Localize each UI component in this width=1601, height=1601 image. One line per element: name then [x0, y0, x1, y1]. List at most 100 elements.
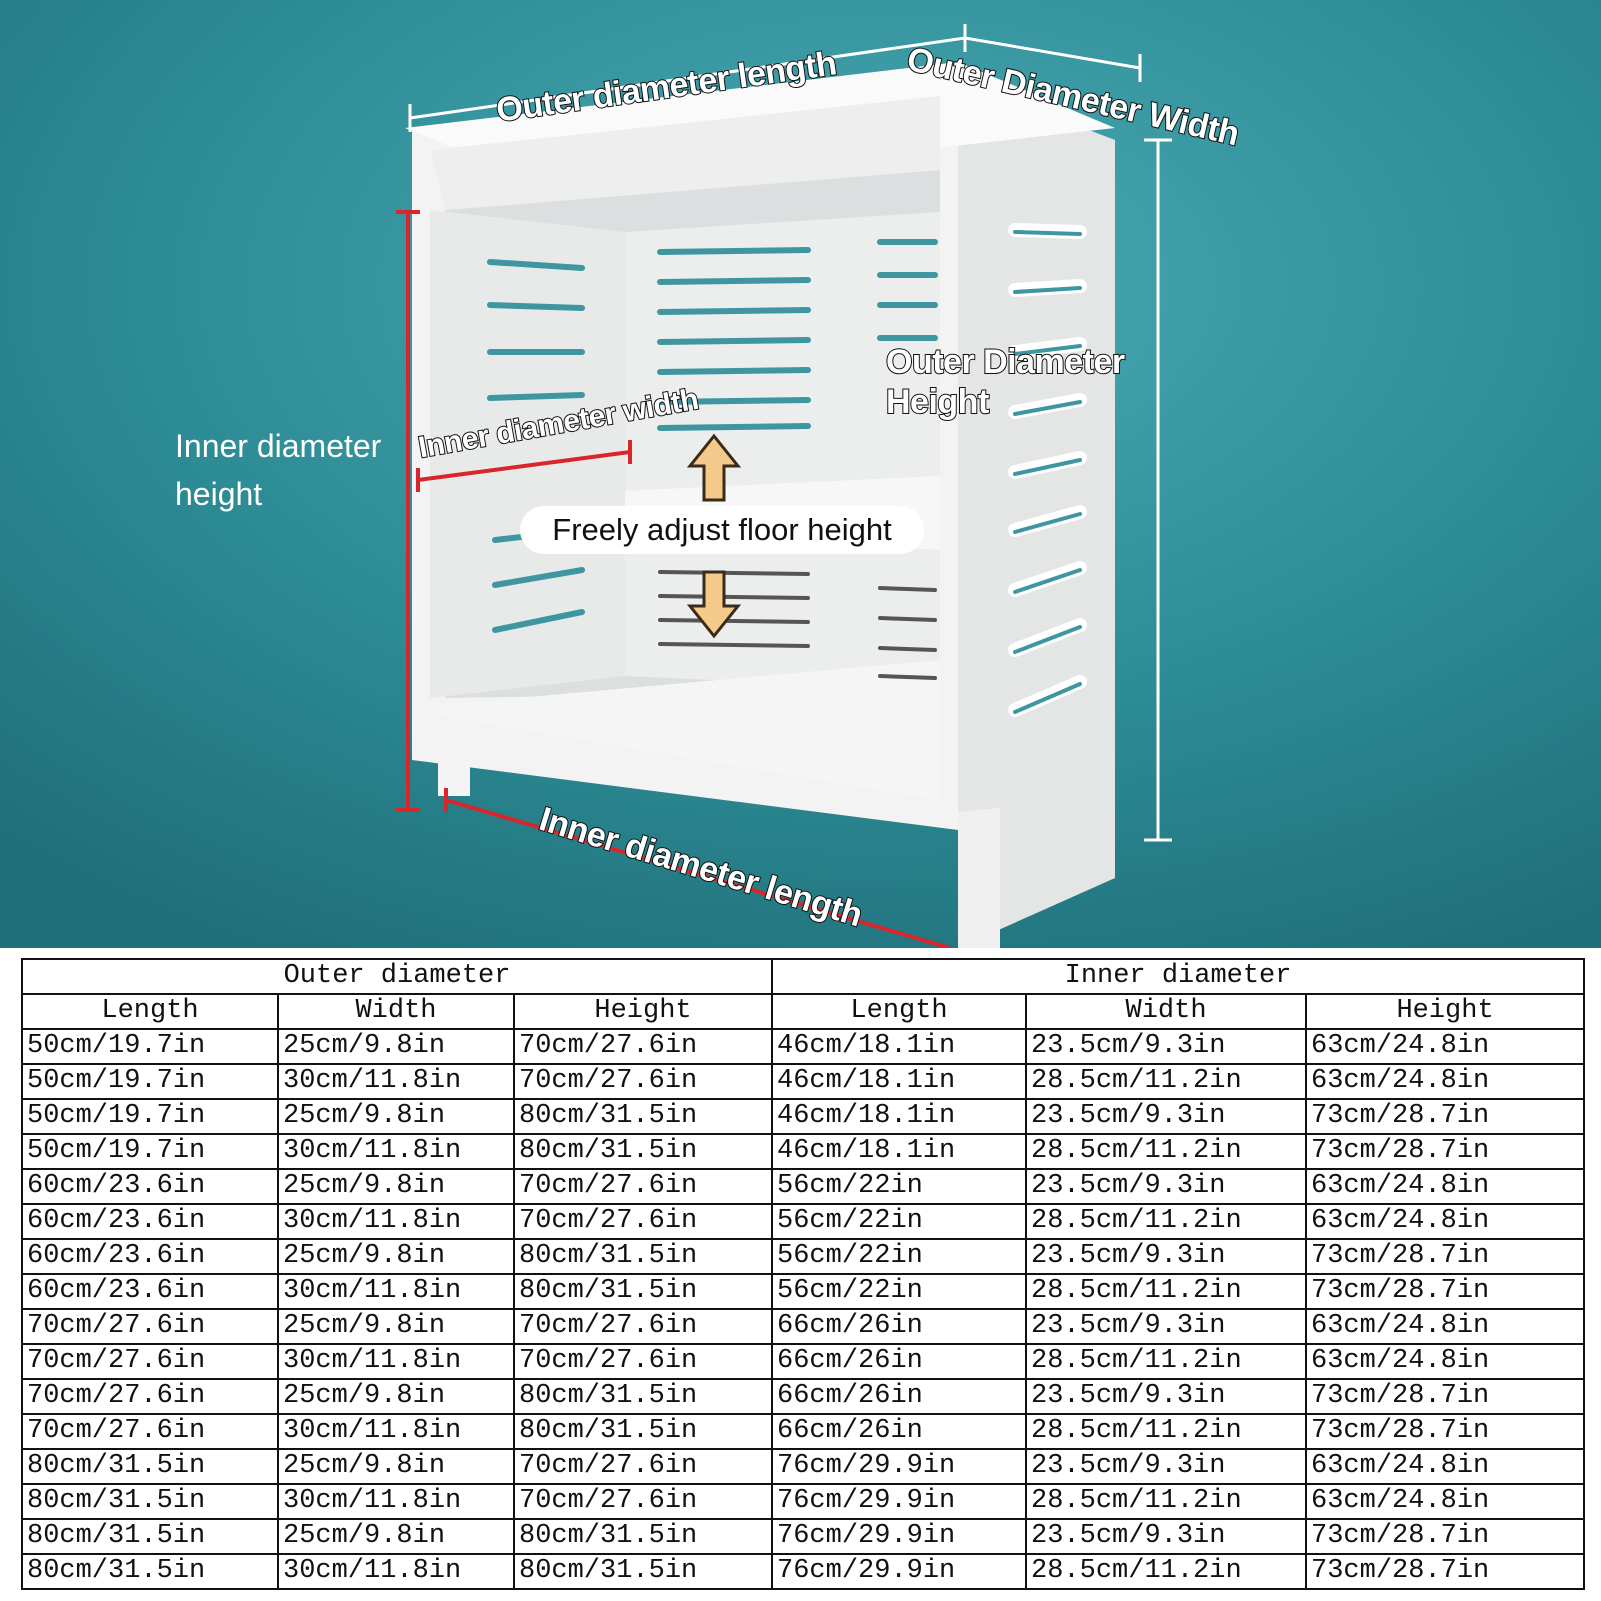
table-cell: 23.5cm/9.3in	[1025, 1028, 1308, 1065]
table-cell: 23.5cm/9.3in	[1025, 1098, 1308, 1135]
table-cell: 23.5cm/9.3in	[1025, 1448, 1308, 1485]
table-cell: 73cm/28.7in	[1305, 1378, 1586, 1415]
table-cell: 46cm/18.1in	[771, 1133, 1028, 1170]
table-cell: 70cm/27.6in	[21, 1378, 279, 1415]
column-header: Height	[512, 993, 774, 1030]
table-cell: 80cm/31.5in	[21, 1483, 279, 1520]
table-cell: 28.5cm/11.2in	[1025, 1483, 1308, 1520]
table-cell: 70cm/27.6in	[512, 1168, 774, 1205]
table-cell: 25cm/9.8in	[277, 1168, 515, 1205]
table-cell: 25cm/9.8in	[277, 1518, 515, 1555]
column-header: Length	[21, 993, 279, 1030]
table-cell: 28.5cm/11.2in	[1025, 1553, 1308, 1590]
vent-slots	[487, 223, 1087, 717]
table-cell: 30cm/11.8in	[277, 1063, 515, 1100]
table-cell: 76cm/29.9in	[771, 1448, 1028, 1485]
product-photo: Outer diameter length Outer Diameter Wid…	[0, 0, 1601, 948]
column-header: Width	[1025, 993, 1308, 1030]
table-cell: 56cm/22in	[771, 1238, 1028, 1275]
table-cell: 60cm/23.6in	[21, 1273, 279, 1310]
table-cell: 80cm/31.5in	[512, 1378, 774, 1415]
inner-dimension-lines	[396, 210, 951, 948]
table-cell: 80cm/31.5in	[512, 1273, 774, 1310]
arrow-up-icon	[686, 433, 742, 502]
table-cell: 56cm/22in	[771, 1203, 1028, 1240]
table-cell: 80cm/31.5in	[512, 1413, 774, 1450]
table-cell: 80cm/31.5in	[21, 1553, 279, 1590]
table-cell: 76cm/29.9in	[771, 1518, 1028, 1555]
arrow-down-icon	[686, 570, 742, 639]
table-cell: 23.5cm/9.3in	[1025, 1518, 1308, 1555]
table-cell: 66cm/26in	[771, 1343, 1028, 1380]
table-cell: 73cm/28.7in	[1305, 1273, 1586, 1310]
table-cell: 73cm/28.7in	[1305, 1133, 1586, 1170]
table-cell: 63cm/24.8in	[1305, 1448, 1586, 1485]
table-cell: 63cm/24.8in	[1305, 1308, 1586, 1345]
table-cell: 80cm/31.5in	[512, 1238, 774, 1275]
table-cell: 28.5cm/11.2in	[1025, 1343, 1308, 1380]
table-cell: 63cm/24.8in	[1305, 1203, 1586, 1240]
table-cell: 28.5cm/11.2in	[1025, 1413, 1308, 1450]
table-cell: 46cm/18.1in	[771, 1028, 1028, 1065]
table-cell: 28.5cm/11.2in	[1025, 1133, 1308, 1170]
table-cell: 28.5cm/11.2in	[1025, 1063, 1308, 1100]
table-cell: 66cm/26in	[771, 1308, 1028, 1345]
table-cell: 25cm/9.8in	[277, 1448, 515, 1485]
table-cell: 80cm/31.5in	[512, 1518, 774, 1555]
table-cell: 50cm/19.7in	[21, 1098, 279, 1135]
table-cell: 70cm/27.6in	[512, 1448, 774, 1485]
table-cell: 73cm/28.7in	[1305, 1518, 1586, 1555]
table-cell: 28.5cm/11.2in	[1025, 1203, 1308, 1240]
table-cell: 73cm/28.7in	[1305, 1413, 1586, 1450]
table-cell: 63cm/24.8in	[1305, 1168, 1586, 1205]
table-cell: 25cm/9.8in	[277, 1378, 515, 1415]
table-cell: 70cm/27.6in	[512, 1203, 774, 1240]
table-cell: 30cm/11.8in	[277, 1343, 515, 1380]
table-cell: 46cm/18.1in	[771, 1063, 1028, 1100]
table-cell: 73cm/28.7in	[1305, 1238, 1586, 1275]
table-cell: 80cm/31.5in	[21, 1518, 279, 1555]
table-cell: 30cm/11.8in	[277, 1553, 515, 1590]
table-cell: 30cm/11.8in	[277, 1273, 515, 1310]
table-cell: 70cm/27.6in	[21, 1413, 279, 1450]
table-cell: 76cm/29.9in	[771, 1553, 1028, 1590]
table-cell: 66cm/26in	[771, 1413, 1028, 1450]
cabinet-illustration	[0, 0, 1601, 948]
table-cell: 50cm/19.7in	[21, 1133, 279, 1170]
table-cell: 28.5cm/11.2in	[1025, 1273, 1308, 1310]
inner-diameter-header: Inner diameter	[771, 958, 1586, 995]
outer-dimension-lines	[408, 24, 1172, 842]
table-cell: 46cm/18.1in	[771, 1098, 1028, 1135]
table-cell: 23.5cm/9.3in	[1025, 1308, 1308, 1345]
table-cell: 30cm/11.8in	[277, 1133, 515, 1170]
table-cell: 70cm/27.6in	[512, 1308, 774, 1345]
table-cell: 63cm/24.8in	[1305, 1063, 1586, 1100]
table-cell: 70cm/27.6in	[512, 1343, 774, 1380]
table-cell: 60cm/23.6in	[21, 1203, 279, 1240]
table-cell: 76cm/29.9in	[771, 1483, 1028, 1520]
table-cell: 25cm/9.8in	[277, 1238, 515, 1275]
table-cell: 63cm/24.8in	[1305, 1483, 1586, 1520]
table-cell: 30cm/11.8in	[277, 1203, 515, 1240]
table-cell: 70cm/27.6in	[512, 1483, 774, 1520]
table-cell: 70cm/27.6in	[21, 1343, 279, 1380]
table-cell: 70cm/27.6in	[512, 1028, 774, 1065]
table-cell: 73cm/28.7in	[1305, 1098, 1586, 1135]
table-cell: 56cm/22in	[771, 1273, 1028, 1310]
adjust-floor-height-badge: Freely adjust floor height	[520, 506, 924, 554]
adjust-arrows	[686, 433, 742, 639]
table-cell: 70cm/27.6in	[21, 1308, 279, 1345]
column-header: Height	[1305, 993, 1586, 1030]
table-cell: 30cm/11.8in	[277, 1413, 515, 1450]
